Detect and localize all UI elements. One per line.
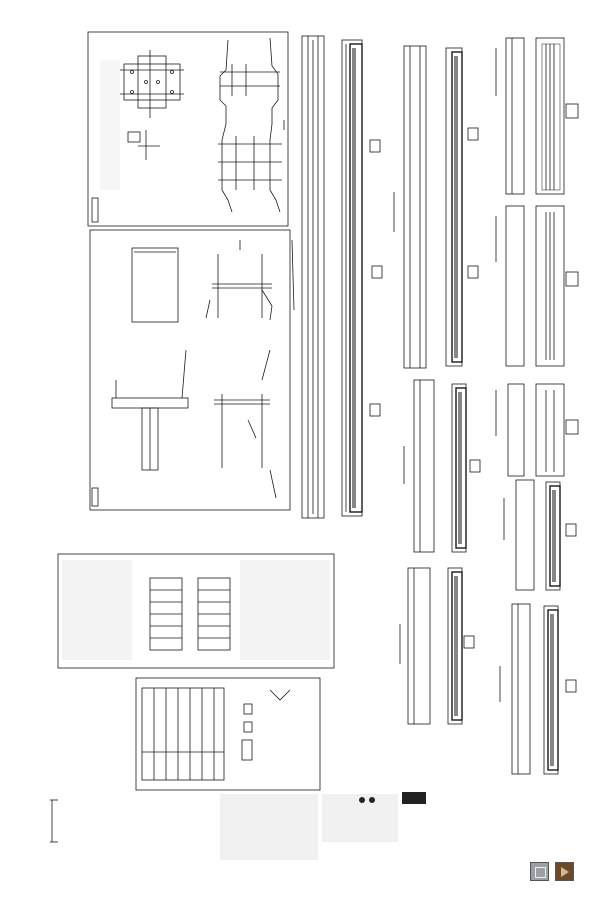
- long-member-3: [404, 46, 426, 368]
- long-member-9: [516, 480, 534, 590]
- long-member-10: [512, 604, 530, 774]
- general-notes-sheet: [57, 553, 335, 669]
- steel-connection-details: [87, 31, 289, 227]
- long-members-group-a: [291, 35, 363, 519]
- texture-grey-icon: [535, 867, 546, 878]
- beam-column-section-details: [89, 229, 291, 511]
- long-member-4: [446, 48, 462, 366]
- long-member-1: [302, 36, 324, 518]
- long-member-2: [342, 40, 362, 516]
- texture-brown-icon: [561, 867, 569, 877]
- thumbnail-2[interactable]: [555, 862, 574, 881]
- material-schedule-sheet: [135, 677, 321, 791]
- long-member-7: [506, 38, 524, 194]
- long-members-group-c: [495, 37, 565, 775]
- long-member-8: [506, 206, 524, 366]
- thumbnail-1[interactable]: [530, 862, 549, 881]
- long-member-5: [414, 380, 434, 552]
- long-member-6: [408, 568, 430, 724]
- long-members-group-b: [393, 45, 467, 725]
